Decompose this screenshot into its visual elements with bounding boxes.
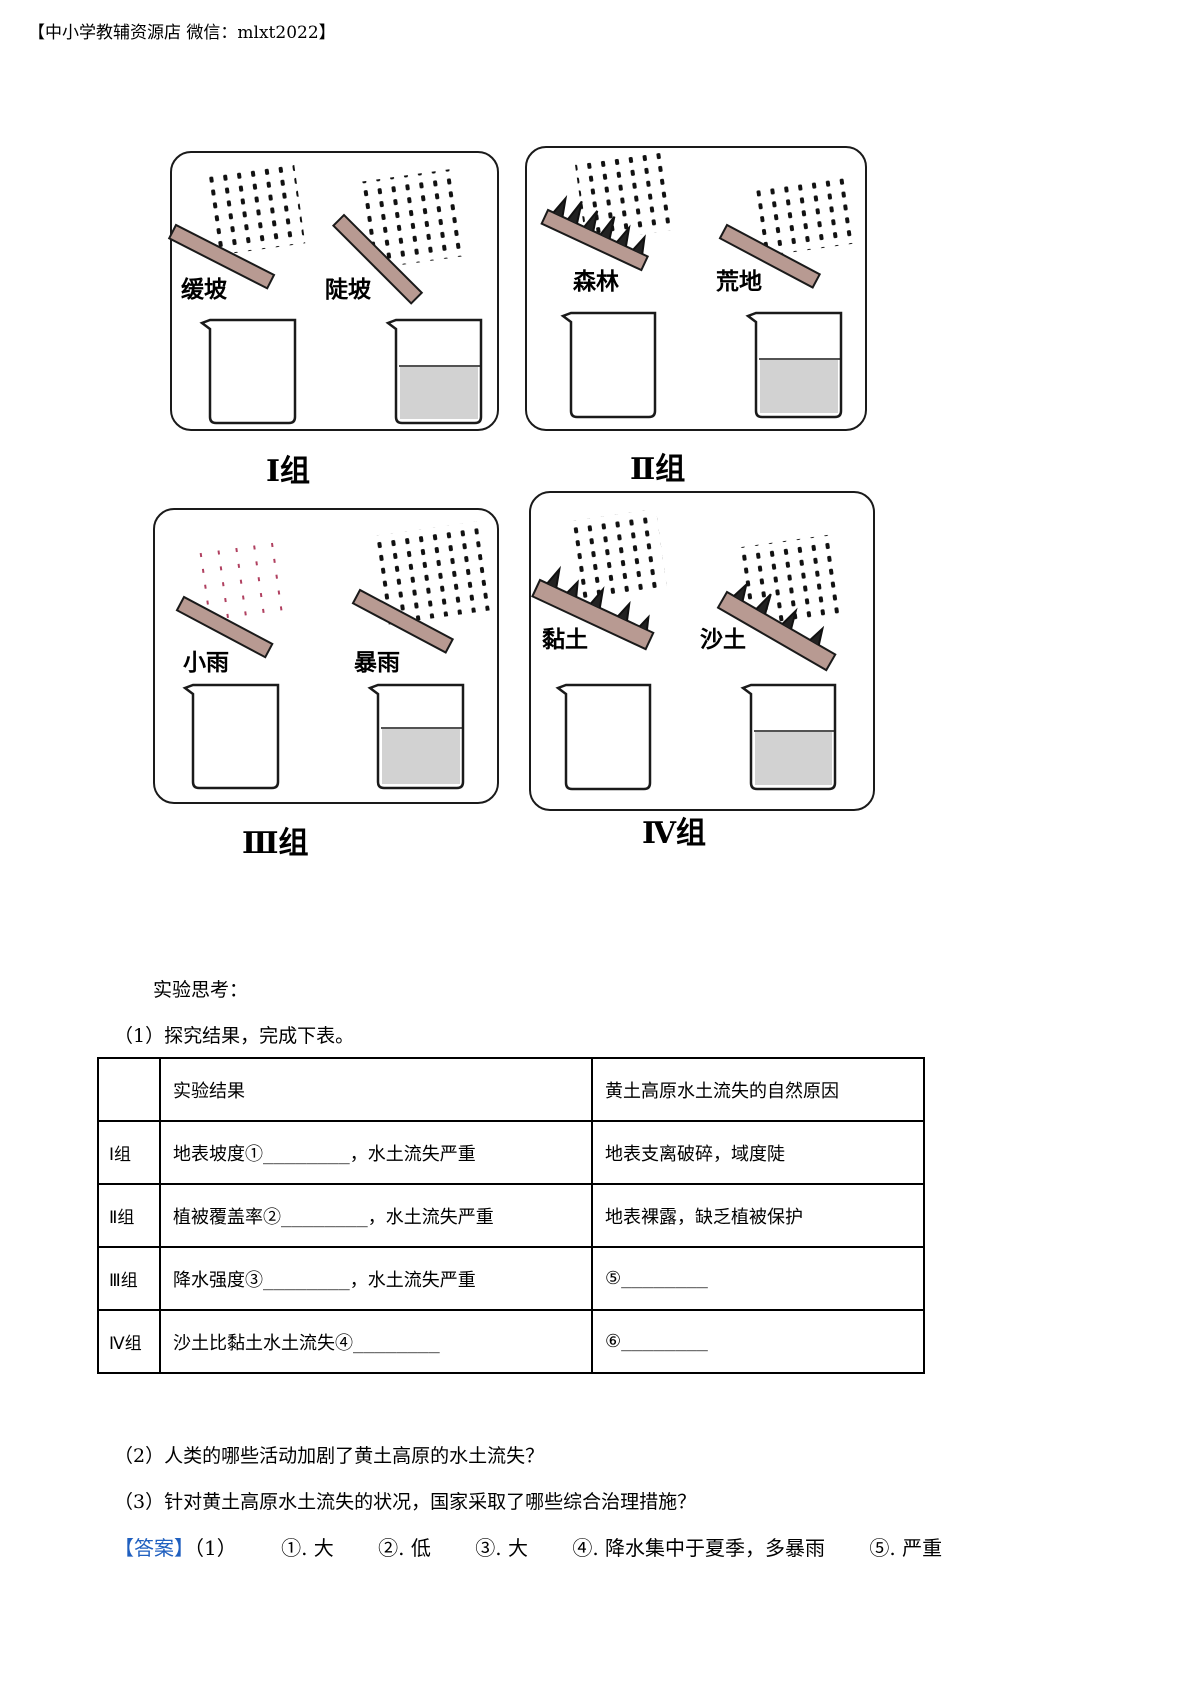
clay-slope-icon bbox=[531, 565, 655, 651]
table-cell: 地表坡度①________，水土流失严重 bbox=[159, 1120, 593, 1185]
group2-panel bbox=[525, 146, 867, 431]
answer-item: ①. 大 bbox=[281, 1536, 334, 1560]
rain-icon bbox=[564, 508, 668, 604]
barren-label: 荒地 bbox=[716, 268, 762, 295]
rain-icon bbox=[755, 171, 857, 257]
clay-label: 黏土 bbox=[542, 626, 588, 653]
table-row: Ⅲ组 降水强度③________，水土流失严重 ⑤________ bbox=[97, 1246, 925, 1311]
experiment-illustration bbox=[153, 146, 875, 811]
table-cell: ⑥________ bbox=[591, 1309, 925, 1374]
light-rain-icon bbox=[194, 533, 298, 629]
rain-icon bbox=[575, 151, 677, 243]
answer-prefix: （1） bbox=[194, 1536, 237, 1560]
question-1: （1）探究结果，完成下表。 bbox=[114, 1025, 355, 1047]
page-header: 【中小学教辅资源店 微信：mlxt2022】 bbox=[28, 23, 336, 43]
group2-label: Ⅱ组 bbox=[630, 452, 686, 487]
answer-item: ③. 大 bbox=[475, 1536, 528, 1560]
steep-slope-icon bbox=[331, 213, 424, 305]
question-3: （3）针对黄土高原水土流失的状况，国家采取了哪些综合治理措施？ bbox=[114, 1491, 697, 1513]
answer-item: ⑤. 严重 bbox=[869, 1536, 943, 1560]
storm-label: 暴雨 bbox=[354, 649, 400, 676]
table-cell: Ⅰ组 bbox=[97, 1120, 161, 1185]
gentle-slope-icon bbox=[167, 223, 276, 290]
answer-line: 【答案】（1） ①. 大 ②. 低 ③. 大 ④. 降水集中于夏季，多暴雨 ⑤.… bbox=[114, 1532, 942, 1561]
table-row: Ⅰ组 地表坡度①________，水土流失严重 地表支离破碎，域度陡 bbox=[97, 1120, 925, 1185]
rain-icon bbox=[202, 161, 306, 257]
answer-tag: 【答案】 bbox=[114, 1536, 194, 1560]
gentle-slope-label: 缓坡 bbox=[181, 276, 227, 303]
table-row: Ⅳ组 沙土比黏土水土流失④________ ⑥________ bbox=[97, 1309, 925, 1374]
group1-panel bbox=[170, 151, 499, 431]
table-cell: 植被覆盖率②________，水土流失严重 bbox=[159, 1183, 593, 1248]
question-2: （2）人类的哪些活动加剧了黄土高原的水土流失？ bbox=[114, 1445, 545, 1467]
group1-label: Ⅰ组 bbox=[266, 454, 311, 489]
light-rain-label: 小雨 bbox=[183, 649, 229, 676]
table-header-cell: 实验结果 bbox=[159, 1057, 593, 1122]
forest-slope-icon bbox=[540, 194, 650, 272]
table-cell: ⑤________ bbox=[591, 1246, 925, 1311]
beaker-empty-icon bbox=[560, 311, 657, 419]
group3-label: Ⅲ组 bbox=[242, 826, 309, 861]
group4-panel bbox=[529, 491, 875, 811]
storm-slope-icon bbox=[351, 588, 455, 654]
beaker-water-icon bbox=[740, 683, 837, 791]
table-cell: Ⅱ组 bbox=[97, 1183, 161, 1248]
answer-item: ②. 低 bbox=[378, 1536, 431, 1560]
group4-label: Ⅳ组 bbox=[642, 816, 707, 851]
results-table: 实验结果 黄土高原水土流失的自然原因 Ⅰ组 地表坡度①________，水土流失… bbox=[97, 1057, 925, 1374]
table-cell: 沙土比黏土水土流失④________ bbox=[159, 1309, 593, 1374]
sand-slope-icon bbox=[716, 581, 837, 672]
beaker-water-icon bbox=[385, 318, 483, 425]
table-cell: Ⅳ组 bbox=[97, 1309, 161, 1374]
forest-label: 森林 bbox=[573, 268, 619, 295]
table-row: Ⅱ组 植被覆盖率②________，水土流失严重 地表裸露，缺乏植被保护 bbox=[97, 1183, 925, 1248]
beaker-water-icon bbox=[367, 683, 465, 790]
beaker-empty-icon bbox=[555, 683, 652, 791]
sand-label: 沙土 bbox=[700, 626, 746, 653]
answer-item: ④. 降水集中于夏季，多暴雨 bbox=[572, 1536, 826, 1560]
steep-slope-label: 陡坡 bbox=[325, 276, 371, 303]
section-title: 实验思考： bbox=[153, 979, 249, 1001]
table-header-cell bbox=[97, 1057, 161, 1122]
rain-icon bbox=[354, 168, 471, 270]
beaker-water-icon bbox=[745, 311, 843, 419]
table-header-cell: 黄土高原水土流失的自然原因 bbox=[591, 1057, 925, 1122]
beaker-empty-icon bbox=[199, 318, 297, 425]
table-header-row: 实验结果 黄土高原水土流失的自然原因 bbox=[97, 1057, 925, 1122]
group3-panel bbox=[153, 508, 499, 804]
barren-slope-icon bbox=[718, 223, 822, 289]
beaker-empty-icon bbox=[182, 683, 280, 790]
table-cell: 地表支离破碎，域度陡 bbox=[591, 1120, 925, 1185]
table-cell: Ⅲ组 bbox=[97, 1246, 161, 1311]
light-rain-slope-icon bbox=[175, 595, 274, 659]
table-cell: 降水强度③________，水土流失严重 bbox=[159, 1246, 593, 1311]
rain-icon bbox=[374, 521, 490, 625]
table-cell: 地表裸露，缺乏植被保护 bbox=[591, 1183, 925, 1248]
experiment-figure: 缓坡 陡坡 森林 荒地 小雨 暴雨 黏土 沙土 Ⅰ组 Ⅱ组 Ⅲ组 Ⅳ组 bbox=[153, 146, 875, 861]
